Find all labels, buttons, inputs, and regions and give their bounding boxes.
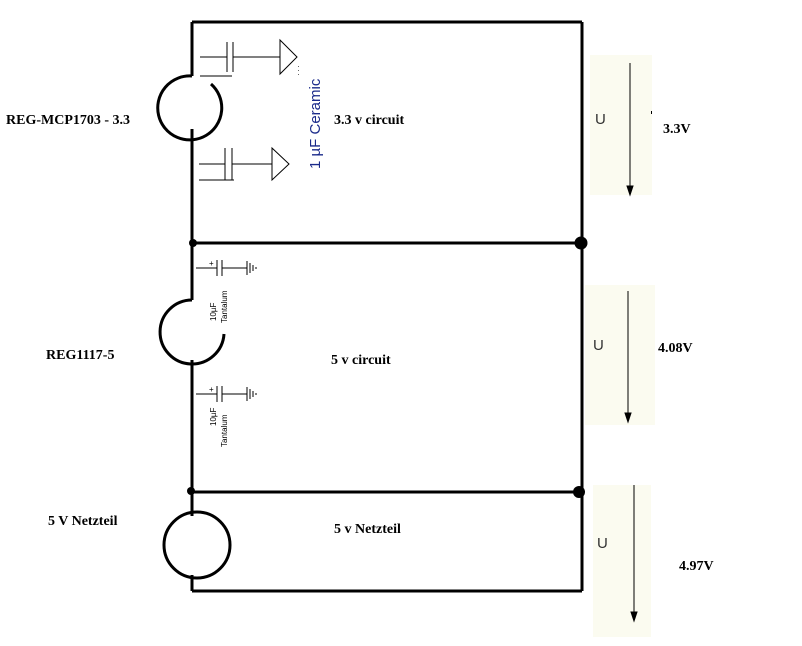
voltage-symbol-u: U <box>595 111 606 128</box>
tantalum-type-label: Tantalum <box>220 414 229 447</box>
regulator-5v-symbol <box>158 298 226 366</box>
ceramic-capacitor-bottom <box>199 146 290 182</box>
circuit-5v-label: 5 v circuit <box>331 353 391 368</box>
circuit-3v3-label: 3.3 v circuit <box>334 113 404 128</box>
voltage-symbol-u: U <box>593 337 604 354</box>
junction-dot <box>187 487 195 495</box>
tantalum-value-label: 10µF <box>209 302 218 321</box>
voltage-symbol-u: U <box>597 535 608 552</box>
power-supply-label: 5 V Netzteil <box>48 514 118 529</box>
ceramic-capacitor-label: 1 µF Ceramic <box>307 78 324 169</box>
voltage-reading-psu: 4.97V <box>679 559 714 574</box>
tantalum-plus-sign: + <box>209 385 214 394</box>
regulator-3v3-label: REG-MCP1703 - 3.3 <box>6 113 130 128</box>
voltage-reading-5v: 4.08V <box>658 341 693 356</box>
voltage-arrows <box>624 63 638 623</box>
junction-dot <box>189 239 197 247</box>
stray-mark <box>651 111 652 114</box>
voltage-reading-3v3: 3.3V <box>663 122 691 137</box>
tantalum-plus-sign: + <box>209 259 214 268</box>
stray-dots <box>298 66 299 75</box>
psu-block-label: 5 v Netzteil <box>334 522 401 537</box>
junction-dot <box>573 486 585 498</box>
regulator-3v3-symbol <box>156 74 224 142</box>
junction-dot <box>574 236 588 250</box>
regulator-5v-label: REG1117-5 <box>46 348 114 363</box>
ceramic-capacitor-top <box>200 38 298 77</box>
tantalum-capacitor-lower <box>196 386 257 402</box>
power-supply-symbol <box>162 510 232 580</box>
tantalum-value-label: 10µF <box>209 407 218 426</box>
voltage-panel-5v <box>585 285 655 425</box>
voltage-panel-3v3 <box>590 55 652 195</box>
tantalum-type-label: Tantalum <box>220 290 229 323</box>
tantalum-capacitor-upper <box>196 260 257 276</box>
main-wiring <box>190 20 584 593</box>
voltage-panel-psu <box>593 485 651 637</box>
